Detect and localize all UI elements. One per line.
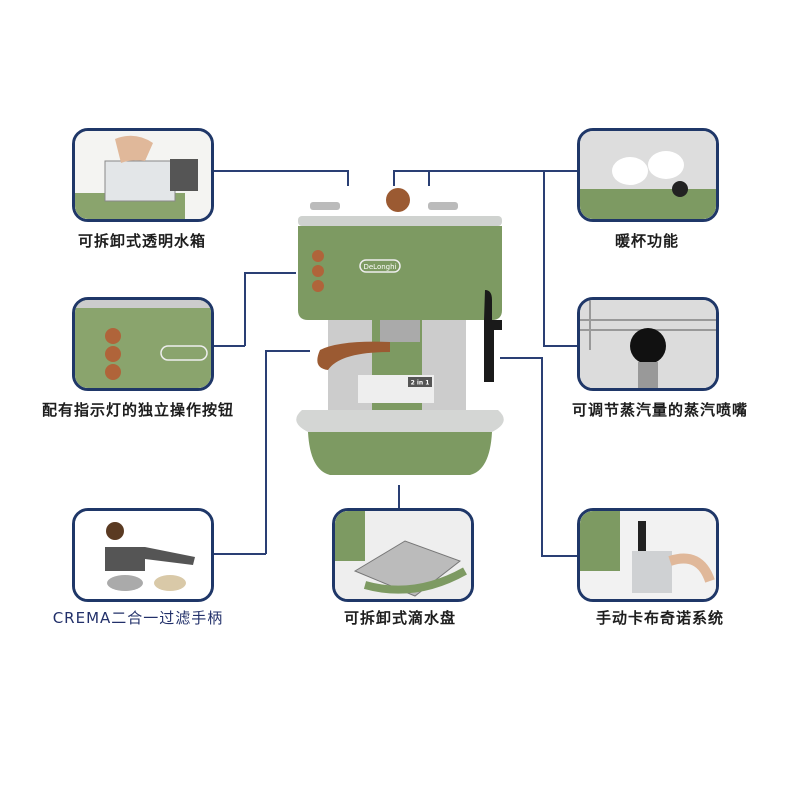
connector-cappuccino (541, 357, 543, 556)
feature-image-water-tank (72, 128, 214, 222)
connector-cup-warmer (393, 170, 577, 172)
label-cappuccino: 手动卡布奇诺系统 (595, 609, 725, 627)
connector-control-buttons (244, 272, 246, 346)
connector-steam-nozzle (543, 170, 545, 346)
connector-filter-holder (265, 350, 267, 554)
feature-image-control-buttons (72, 297, 214, 391)
connector-cup-warmer (428, 170, 430, 186)
feature-image-filter-holder (72, 508, 214, 602)
connector-control-buttons (244, 272, 296, 274)
connector-steam-nozzle (543, 345, 577, 347)
feature-image-cup-warmer (577, 128, 719, 222)
connector-cappuccino (541, 555, 577, 557)
connector-water-tank (212, 170, 348, 172)
connector-cup-warmer (393, 170, 395, 186)
knob-icon (386, 188, 410, 212)
connector-cappuccino (500, 357, 542, 359)
connector-control-buttons (212, 345, 245, 347)
espresso-machine-image: DeLonghi 2 in 1 (296, 188, 504, 475)
label-filter-holder: CREMA二合一过滤手柄 (52, 609, 224, 627)
brand-logo: DeLonghi (363, 263, 396, 271)
feature-image-steam-nozzle (577, 297, 719, 391)
connector-filter-holder (212, 553, 266, 555)
feature-image-drip-tray (332, 508, 474, 602)
label-drip-tray: 可拆卸式滴水盘 (343, 609, 457, 627)
feature-image-cappuccino (577, 508, 719, 602)
label-cup-warmer: 暖杯功能 (614, 232, 680, 250)
connector-drip-tray (398, 485, 400, 508)
label-control-buttons: 配有指示灯的独立操作按钮 (41, 401, 235, 419)
connector-water-tank (347, 170, 349, 186)
2in1-badge: 2 in 1 (411, 380, 430, 387)
connector-filter-holder (265, 350, 310, 352)
label-steam-nozzle: 可调节蒸汽量的蒸汽喷嘴 (571, 401, 749, 419)
steam-wand (484, 290, 502, 382)
label-water-tank: 可拆卸式透明水箱 (77, 232, 207, 250)
